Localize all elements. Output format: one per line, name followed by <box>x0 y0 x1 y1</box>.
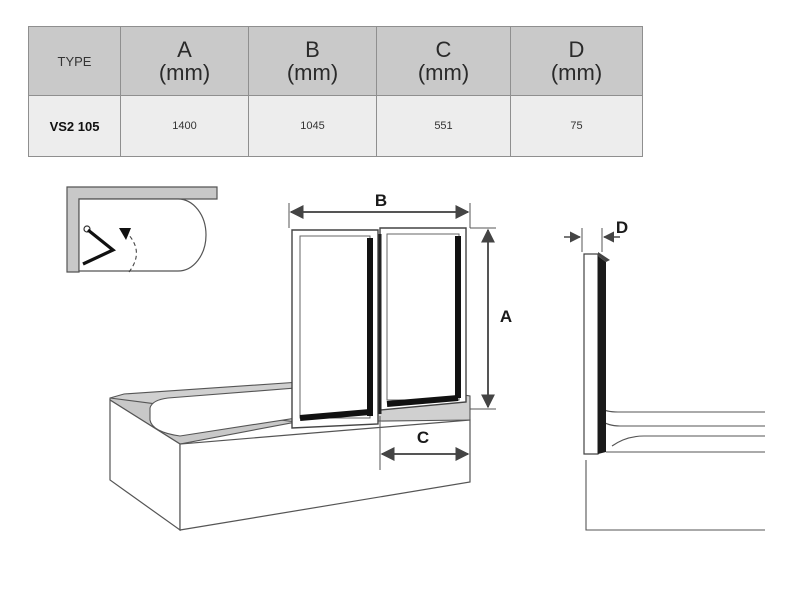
cell-type: VS2 105 <box>28 95 121 157</box>
header-c-letter: C <box>435 37 452 62</box>
table-header-row: TYPE A (mm) B (mm) C (mm) D (mm) <box>28 26 643 96</box>
header-c: C (mm) <box>376 26 511 96</box>
cell-a: 1400 <box>120 95 249 157</box>
glass-screen <box>291 227 467 429</box>
header-d-unit: (mm) <box>550 60 603 85</box>
cell-b: 1045 <box>248 95 377 157</box>
dimension-c-label: C <box>417 428 429 447</box>
header-b-unit: (mm) <box>286 60 339 85</box>
table-row: VS2 105 1400 1045 551 75 <box>28 95 643 157</box>
header-b-letter: B <box>305 37 320 62</box>
header-type: TYPE <box>28 26 121 96</box>
dimension-a-label: A <box>500 307 512 326</box>
cell-d: 75 <box>510 95 643 157</box>
header-a-unit: (mm) <box>158 60 211 85</box>
cell-c: 551 <box>376 95 511 157</box>
dimension-c: C <box>379 416 471 470</box>
header-d-letter: D <box>568 37 585 62</box>
dimension-b-label: B <box>375 191 387 210</box>
side-view: D <box>564 218 765 531</box>
dimension-b: B <box>288 191 471 228</box>
spec-table: TYPE A (mm) B (mm) C (mm) D (mm) VS2 105… <box>28 26 643 157</box>
header-a-letter: A <box>177 37 192 62</box>
top-view-plan <box>66 186 218 273</box>
dimension-a: A <box>470 227 512 410</box>
header-b: B (mm) <box>248 26 377 96</box>
header-c-unit: (mm) <box>417 60 470 85</box>
dimension-d-label: D <box>616 218 628 237</box>
